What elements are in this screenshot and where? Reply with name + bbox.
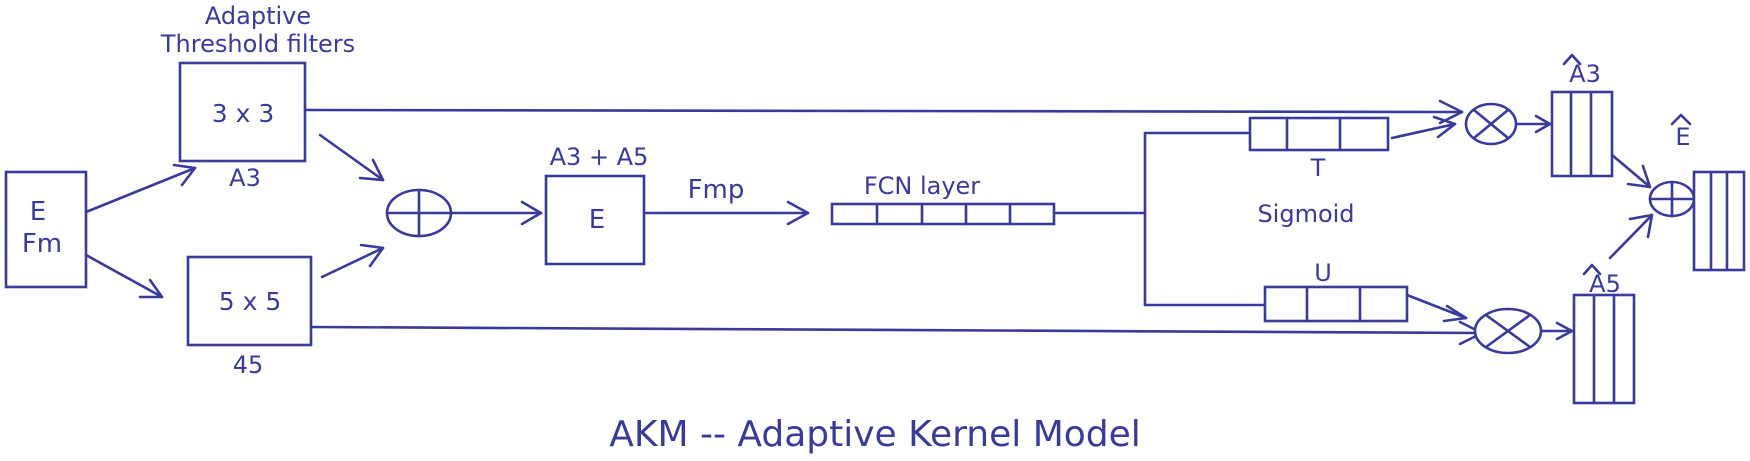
output-stack: [1692, 170, 1746, 272]
filter-3x3-label: 3 x 3: [212, 99, 275, 128]
a3-label: A3: [229, 164, 261, 192]
arrow-5x5-to-multiply-bottom: [309, 320, 1484, 346]
arrow-3x3-to-multiply-top: [303, 99, 1464, 125]
e-box: [544, 174, 646, 266]
arrow-multiply-top-to-a3hat: [1514, 114, 1552, 134]
input-fm-label: Fm: [22, 229, 62, 259]
e-box-label: E: [589, 205, 605, 235]
title-adaptive: Adaptive: [205, 2, 311, 30]
filter-5x5-box: [186, 255, 313, 347]
fmp-label: Fmp: [688, 175, 745, 205]
a5-hat-stack: [1572, 293, 1636, 405]
arrow-multiply-bottom-to-a5hat: [1539, 321, 1574, 341]
fcn-label: FCN layer: [864, 172, 980, 200]
fcn-layer: [830, 202, 1056, 226]
title-threshold-filters: Threshold filters: [160, 30, 355, 58]
a3-hat-icon: [1562, 53, 1582, 66]
filter-3x3-box: [178, 61, 307, 163]
a5-number-label: 45: [233, 351, 264, 379]
arrow-input-to-3x3: [84, 163, 197, 214]
t-vector: [1248, 116, 1390, 152]
e-hat-icon: [1670, 113, 1692, 126]
final-sum-icon: [1648, 180, 1696, 218]
u-vector: [1263, 285, 1409, 323]
arrow-input-to-5x5: [84, 253, 164, 299]
arrow-e-to-fcn: [642, 200, 810, 226]
sum-node-icon: [385, 188, 453, 238]
arrow-5x5-to-sum: [320, 243, 385, 279]
a3-hat-stack: [1550, 90, 1614, 178]
filter-5x5-label: 5 x 5: [219, 287, 282, 316]
multiply-bottom-icon: [1473, 307, 1543, 355]
arrow-a3hat-to-sum: [1610, 153, 1652, 189]
a5-hat-label: A5: [1589, 270, 1621, 298]
branch-lines: [1052, 131, 1267, 307]
multiply-top-icon: [1464, 102, 1518, 146]
arrow-a5hat-to-sum: [1608, 213, 1654, 260]
u-label: U: [1314, 259, 1332, 287]
arrow-sum-to-e: [449, 200, 543, 226]
a5-hat-icon: [1582, 263, 1602, 276]
t-label: T: [1310, 154, 1326, 182]
arrow-t-to-multiply-top: [1390, 115, 1457, 140]
e-hat-label: E: [1675, 123, 1690, 151]
caption: AKM -- Adaptive Kernel Model: [609, 414, 1141, 455]
input-e-label: E: [30, 197, 46, 227]
sum-label: A3 + A5: [550, 143, 649, 171]
a3-hat-label: A3: [1569, 60, 1601, 88]
arrow-u-to-multiply-bottom: [1405, 293, 1468, 323]
input-box: [4, 170, 88, 289]
sigmoid-label: Sigmoid: [1257, 200, 1354, 228]
arrow-3x3-to-sum: [318, 133, 385, 182]
